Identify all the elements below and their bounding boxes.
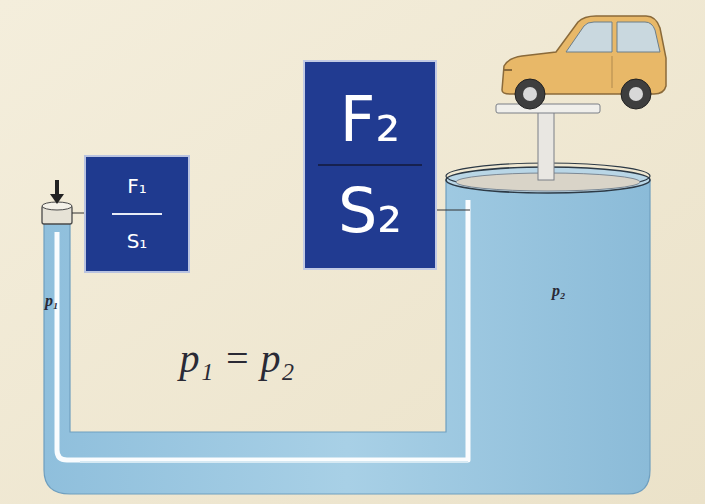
car — [502, 16, 666, 109]
lift-platform — [496, 104, 600, 113]
force-symbol: F₂ — [340, 87, 401, 152]
area-symbol: S₂ — [338, 178, 402, 243]
formula-box: F₂ S₂ — [303, 60, 437, 270]
fraction-bar — [112, 213, 162, 215]
leader-line — [437, 210, 470, 211]
leader-line — [72, 213, 84, 214]
force-arrow — [55, 180, 59, 196]
pressure-equation: p₁ = p₂ — [180, 335, 295, 382]
force-symbol: F₁ — [127, 176, 147, 197]
piston-rod — [538, 112, 554, 180]
pressure-label: p₂ — [552, 282, 566, 300]
area-symbol: S₁ — [127, 231, 148, 252]
pressure-label: p₁ — [45, 292, 59, 310]
formula-box: F₁ S₁ — [84, 155, 190, 273]
pipe-shine — [80, 461, 468, 463]
force-arrow-head — [50, 194, 64, 204]
fraction-bar — [318, 164, 422, 166]
